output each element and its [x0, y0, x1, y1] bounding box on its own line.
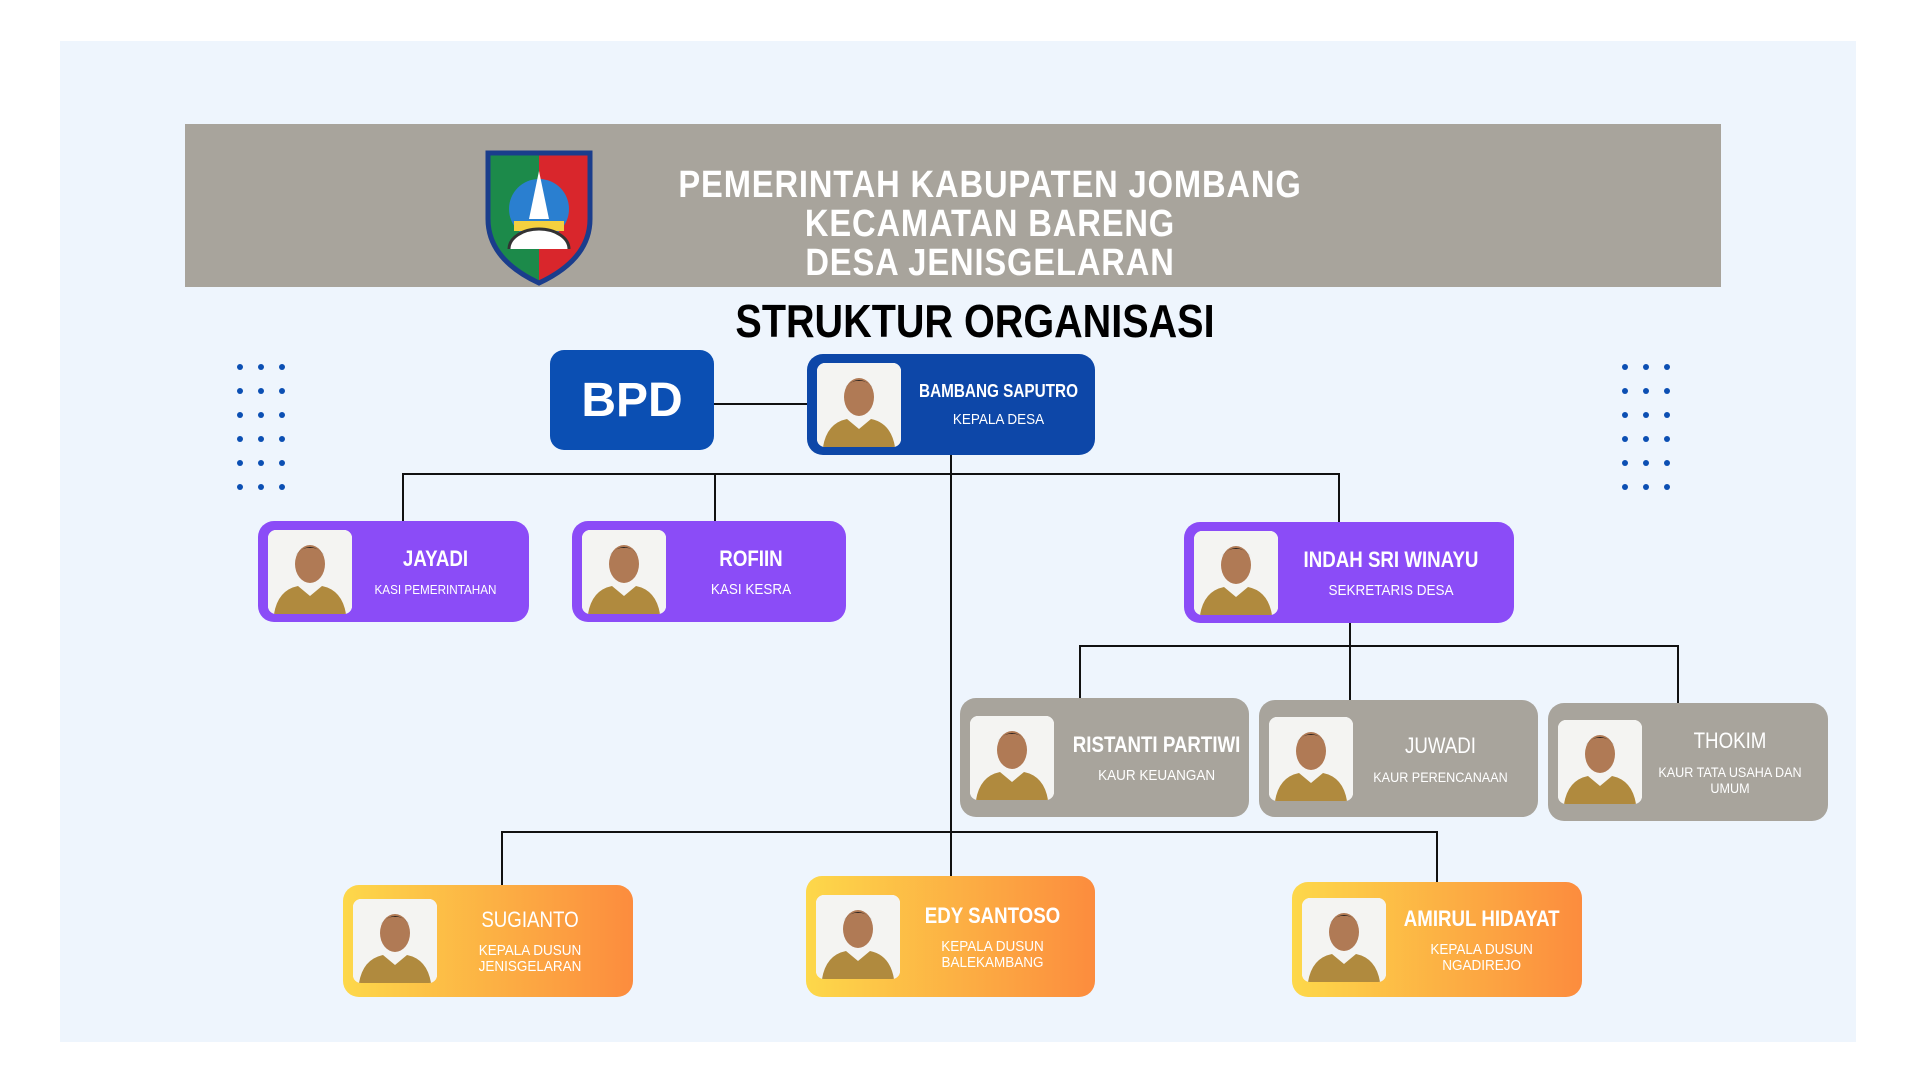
person-silhouette-icon: [268, 529, 352, 614]
person-name: JUWADI: [1404, 732, 1476, 758]
person-name: AMIRUL HIDAYAT: [1403, 905, 1560, 931]
connector-sekdes: [1349, 623, 1351, 700]
person-photo: [582, 529, 666, 614]
card-kadus-jenisgelaran: SUGIANTO KEPALA DUSUN JENISGELARAN: [343, 885, 633, 997]
connector: [1079, 645, 1081, 698]
person-photo: [1302, 897, 1386, 982]
person-photo: [1194, 530, 1278, 615]
person-silhouette-icon: [1269, 716, 1353, 801]
person-photo: [353, 899, 437, 983]
connector-bpd: [714, 403, 807, 405]
card-kaur-perencanaan: JUWADI KAUR PERENCANAAN: [1259, 700, 1538, 817]
person-role: KEPALA DUSUN JENISGELARAN: [478, 942, 582, 975]
connector-kaur: [1079, 645, 1679, 647]
person-photo: [970, 715, 1054, 800]
person-role: KASI KESRA: [710, 580, 792, 598]
bpd-box: BPD: [550, 350, 714, 450]
person-name: THOKIM: [1693, 728, 1767, 753]
card-sekretaris-desa: INDAH SRI WINAYU SEKRETARIS DESA: [1184, 522, 1514, 623]
person-role: KEPALA DUSUN NGADIREJO: [1430, 940, 1533, 974]
person-role: KAUR TATA USAHA DAN UMUM: [1658, 764, 1802, 796]
card-kadus-ngadirejo: AMIRUL HIDAYAT KEPALA DUSUN NGADIREJO: [1292, 882, 1582, 997]
connector-main-vertical: [950, 455, 952, 878]
person-role: KEPALA DUSUN BALEKAMBANG: [941, 937, 1044, 971]
person-name: RISTANTI PARTIWI: [1072, 731, 1241, 757]
card-kepala-desa: BAMBANG SAPUTRO KEPALA DESA: [807, 354, 1095, 455]
person-name: ROFIIN: [719, 545, 783, 571]
connector: [1677, 645, 1679, 703]
connector: [402, 473, 404, 521]
person-photo: [817, 362, 901, 447]
card-kasi-pemerintahan: JAYADI KASI PEMERINTAHAN: [258, 521, 529, 622]
connector-kadus: [501, 831, 1438, 833]
header-line-3: DESA JENISGELARAN: [805, 242, 1175, 284]
person-silhouette-icon: [1302, 897, 1386, 982]
page-title: STRUKTUR ORGANISASI: [735, 295, 1215, 347]
person-role: KASI PEMERINTAHAN: [374, 581, 497, 597]
person-name: BAMBANG SAPUTRO: [919, 381, 1078, 401]
person-name: SUGIANTO: [481, 907, 579, 932]
person-name: INDAH SRI WINAYU: [1303, 546, 1479, 572]
header-line-2: KECAMATAN BARENG: [804, 203, 1176, 245]
person-role: KAUR KEUANGAN: [1098, 766, 1216, 784]
person-silhouette-icon: [816, 894, 900, 979]
person-photo: [816, 894, 900, 979]
connector: [1436, 831, 1438, 882]
connector-level2: [402, 473, 1340, 475]
person-silhouette-icon: [353, 899, 437, 983]
card-kaur-tata-usaha: THOKIM KAUR TATA USAHA DAN UMUM: [1548, 703, 1828, 821]
person-role: KEPALA DESA: [952, 411, 1045, 428]
card-kaur-keuangan: RISTANTI PARTIWI KAUR KEUANGAN: [960, 698, 1249, 817]
person-photo: [1269, 716, 1353, 801]
card-kadus-balekambang: EDY SANTOSO KEPALA DUSUN BALEKAMBANG: [806, 876, 1095, 997]
person-silhouette-icon: [970, 715, 1054, 800]
connector: [1338, 473, 1340, 522]
card-kasi-kesra: ROFIIN KASI KESRA: [572, 521, 846, 622]
connector: [501, 831, 503, 885]
person-silhouette-icon: [817, 362, 901, 447]
connector: [714, 473, 716, 521]
decorative-dots-right: [1622, 364, 1670, 490]
person-silhouette-icon: [1194, 530, 1278, 615]
person-photo: [268, 529, 352, 614]
header-banner: [185, 124, 1721, 287]
person-silhouette-icon: [582, 529, 666, 614]
header-line-1: PEMERINTAH KABUPATEN JOMBANG: [678, 164, 1302, 206]
jombang-emblem-logo: [485, 150, 593, 286]
person-role: KAUR PERENCANAAN: [1373, 768, 1508, 785]
person-silhouette-icon: [1558, 720, 1642, 804]
person-photo: [1558, 720, 1642, 804]
person-name: JAYADI: [402, 545, 469, 571]
person-name: EDY SANTOSO: [924, 902, 1061, 928]
decorative-dots-left: [237, 364, 285, 490]
person-role: SEKRETARIS DESA: [1328, 581, 1454, 599]
